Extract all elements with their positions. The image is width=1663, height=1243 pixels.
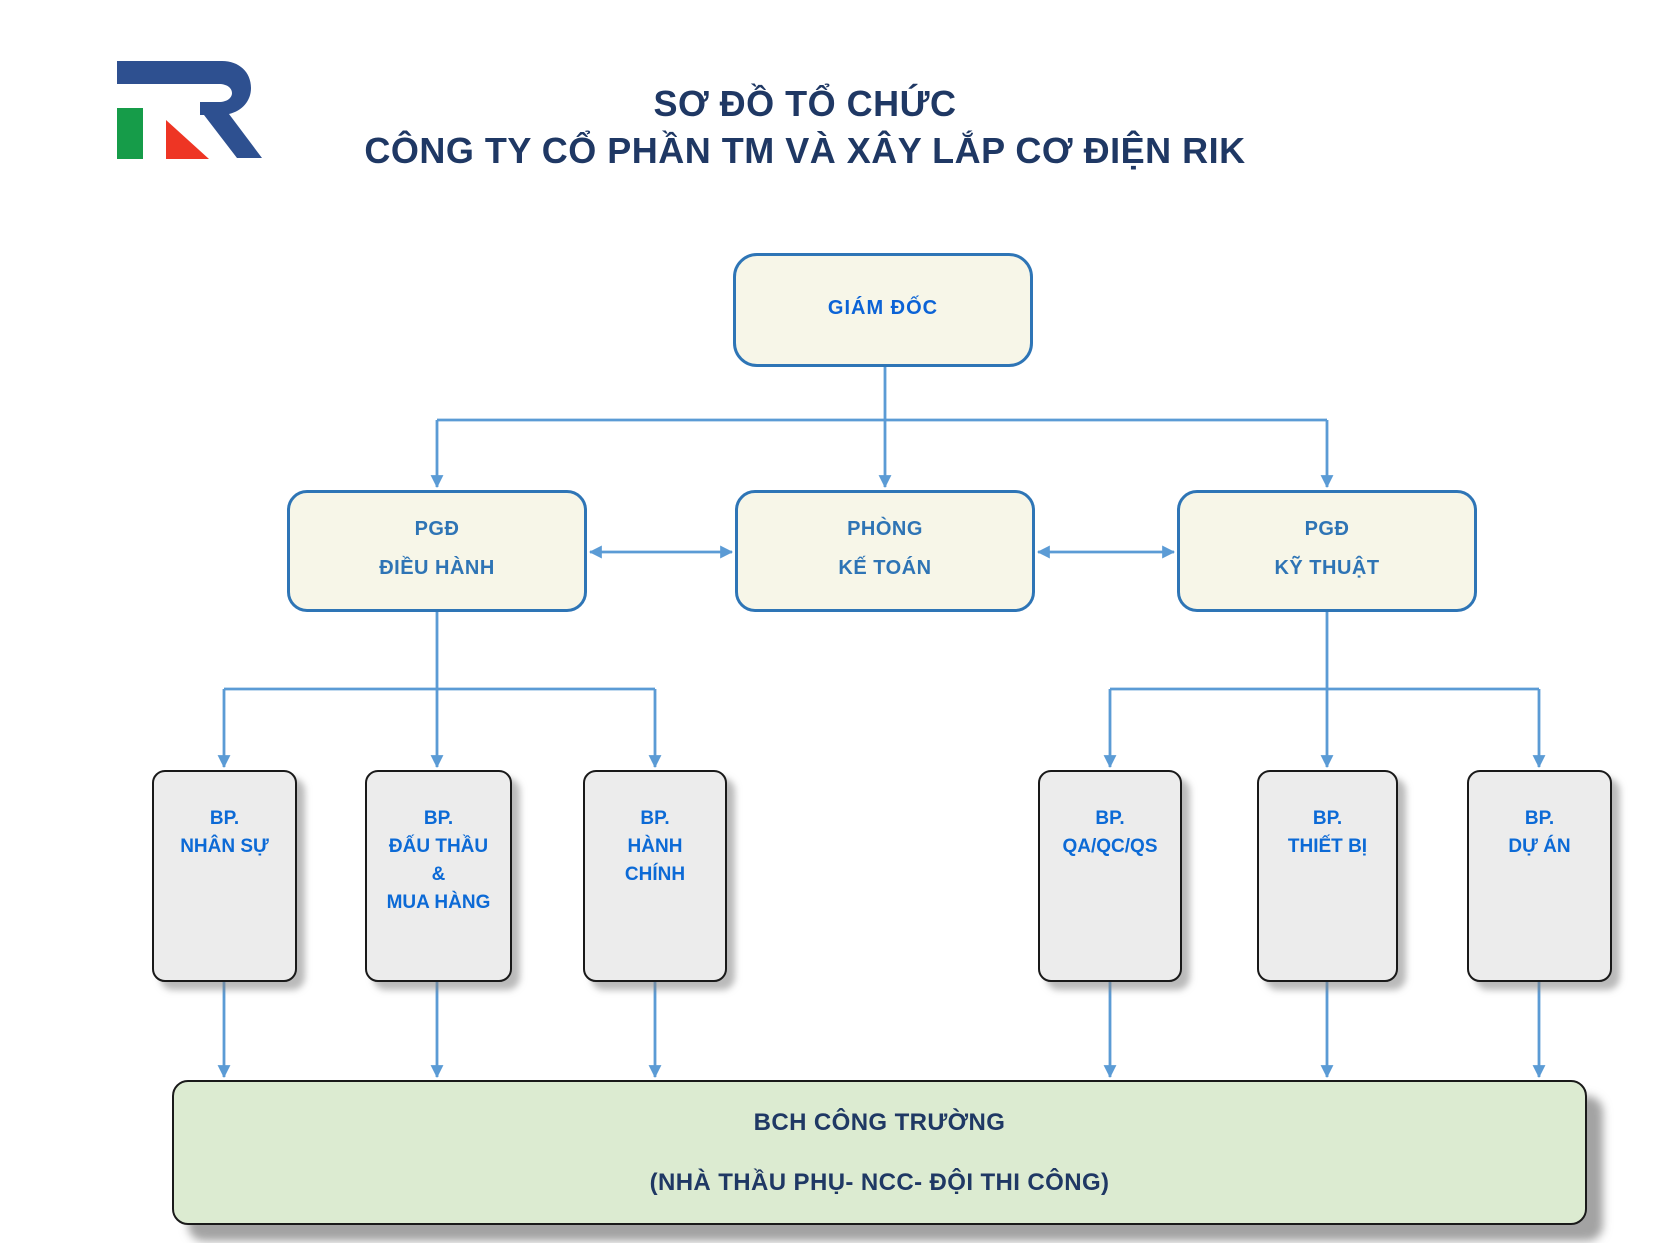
org-node-label: DỰ ÁN — [1508, 836, 1571, 857]
logo-green-shape — [117, 108, 143, 159]
org-node-label: GIÁM ĐỐC — [827, 296, 939, 319]
org-node-bp-hanh-chinh: BP. HÀNH CHÍNH — [583, 770, 727, 982]
org-node-label: BP. — [423, 808, 454, 829]
org-node-pgd-dieu-hanh: PGĐ ĐIỀU HÀNH — [287, 490, 587, 612]
org-node-bp-dau-thau-mua-hang: BP. ĐẤU THẦU & MUA HÀNG — [365, 770, 512, 982]
org-node-label: MUA HÀNG — [386, 892, 491, 913]
org-node-label: BP. — [1095, 808, 1125, 829]
org-node-label: HÀNH — [627, 836, 683, 857]
org-node-label: ĐẤU THẦU — [388, 836, 489, 857]
org-node-label: ĐIỀU HÀNH — [379, 557, 495, 579]
org-node-label: BP. — [640, 808, 670, 829]
org-node-label: KẾ TOÁN — [838, 557, 932, 579]
page-title-line1: SƠ ĐỒ TỔ CHỨC — [653, 83, 957, 124]
org-node-label: BP. — [1312, 808, 1343, 829]
org-node-label: NHÂN SỰ — [180, 836, 269, 857]
org-node-label: PHÒNG — [847, 518, 923, 540]
org-node-bp-nhan-su: BP. NHÂN SỰ — [152, 770, 297, 982]
org-node-label: PGĐ — [414, 518, 460, 540]
org-node-label: KỸ THUẬT — [1274, 557, 1380, 579]
page-title-line2: CÔNG TY CỔ PHẦN TM VÀ XÂY LẮP CƠ ĐIỆN RI… — [364, 130, 1246, 171]
org-node-label: THIẾT BỊ — [1287, 836, 1368, 857]
org-node-bch-cong-truong: BCH CÔNG TRƯỜNG (NHÀ THẦU PHỤ- NCC- ĐỘI T… — [172, 1080, 1587, 1225]
org-node-pgd-ky-thuat: PGĐ KỸ THUẬT — [1177, 490, 1477, 612]
org-node-bp-thiet-bi: BP. THIẾT BỊ — [1257, 770, 1398, 982]
org-node-label: BP. — [209, 808, 240, 829]
org-node-label: BCH CÔNG TRƯỜNG — [753, 1108, 1006, 1136]
page-title: SƠ ĐỒ TỔ CHỨC CÔNG TY CỔ PHẦN TM VÀ XÂY … — [0, 80, 1610, 174]
org-node-label: PGĐ — [1304, 518, 1350, 540]
logo-blue-shape — [117, 61, 262, 158]
org-node-giam-doc: GIÁM ĐỐC — [733, 253, 1033, 367]
logo-red-shape — [166, 120, 209, 159]
org-node-label: (NHÀ THẦU PHỤ- NCC- ĐỘI THI CÔNG) — [649, 1168, 1110, 1196]
org-node-label: QA/QC/QS — [1062, 836, 1158, 857]
org-node-label: & — [431, 864, 446, 885]
org-node-label: BP. — [1524, 808, 1555, 829]
org-node-bp-du-an: BP. DỰ ÁN — [1467, 770, 1612, 982]
org-node-label: CHÍNH — [624, 864, 686, 885]
org-node-phong-ke-toan: PHÒNG KẾ TOÁN — [735, 490, 1035, 612]
company-logo-icon — [117, 61, 262, 159]
org-node-bp-qa-qc-qs: BP. QA/QC/QS — [1038, 770, 1182, 982]
